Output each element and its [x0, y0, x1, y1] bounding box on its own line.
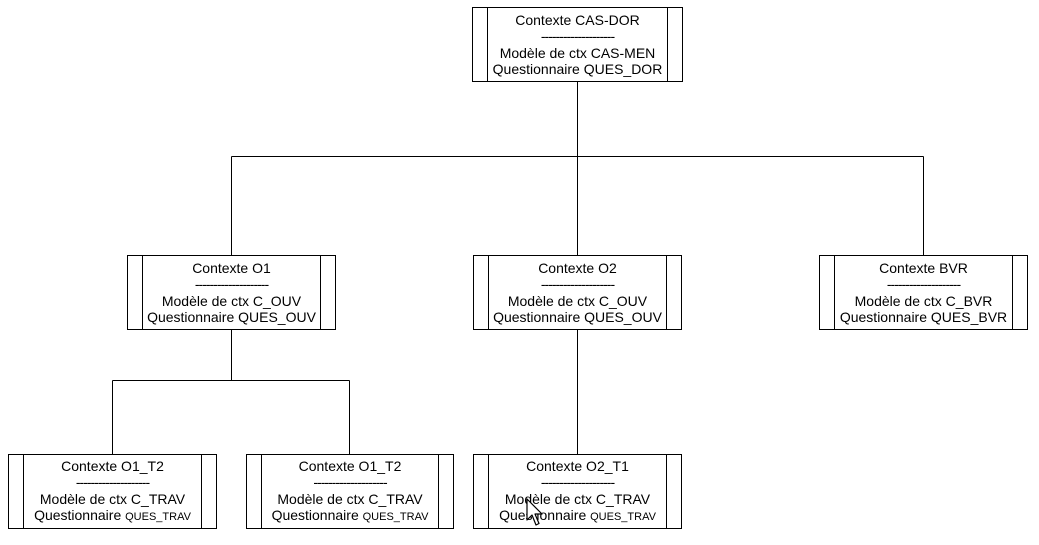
node-context-label: Contexte O2 [538, 259, 617, 276]
node-questionnaire-value: QUES_OUV [238, 309, 316, 325]
node-separator: -------------------- [540, 276, 615, 292]
node-contexte-o2-t1[interactable]: Contexte O2_T1 -------------------- Modè… [473, 454, 682, 529]
node-model-label: Modèle de ctx C_BVR [854, 292, 993, 309]
node-questionnaire-line: Questionnaire QUES_OUV [147, 309, 316, 326]
node-contexte-o1-t2-left[interactable]: Contexte O1_T2 -------------------- Modè… [8, 454, 217, 529]
node-questionnaire-line: Questionnaire QUES_OUV [493, 309, 662, 326]
node-model-label: Modèle de ctx C_OUV [507, 292, 648, 309]
node-model-label: Modèle de ctx C_OUV [161, 292, 302, 309]
node-model-label: Modèle de ctx CAS-MEN [499, 44, 656, 61]
node-context-label: Contexte O1_T2 [61, 457, 164, 474]
node-contexte-bvr[interactable]: Contexte BVR -------------------- Modèle… [819, 255, 1028, 330]
node-contexte-o1[interactable]: Contexte O1 -------------------- Modèle … [127, 255, 336, 330]
node-model-label: Modèle de ctx C_TRAV [504, 490, 651, 507]
node-model-label: Modèle de ctx C_TRAV [39, 490, 186, 507]
node-questionnaire-line: Questionnaire QUES_TRAV [499, 507, 656, 526]
node-model-label: Modèle de ctx C_TRAV [277, 490, 423, 507]
arrow-cursor-icon [526, 498, 543, 526]
node-context-label: Contexte O2_T1 [526, 457, 629, 474]
node-separator: -------------------- [886, 276, 961, 292]
node-questionnaire-prefix: Questionnaire [34, 507, 122, 523]
node-questionnaire-prefix: Questionnaire [493, 309, 581, 325]
node-questionnaire-line: Questionnaire QUES_TRAV [272, 507, 429, 526]
node-separator: -------------------- [540, 28, 615, 44]
node-contexte-o2[interactable]: Contexte O2 -------------------- Modèle … [473, 255, 682, 330]
node-separator: -------------------- [75, 474, 150, 490]
node-questionnaire-value: QUES_BVR [930, 309, 1008, 325]
node-questionnaire-value: QUES_DOR [583, 61, 663, 77]
node-questionnaire-value: QUES_TRAV [125, 511, 191, 523]
node-context-label: Contexte CAS-DOR [515, 11, 640, 28]
node-contexte-o1-t2-right[interactable]: Contexte O1_T2 -------------------- Modè… [246, 454, 454, 529]
node-separator: -------------------- [194, 276, 269, 292]
node-questionnaire-value: QUES_TRAV [362, 511, 429, 523]
node-contexte-cas-dor[interactable]: Contexte CAS-DOR -------------------- Mo… [472, 7, 683, 82]
node-questionnaire-line: Questionnaire QUES_DOR [493, 61, 663, 78]
node-questionnaire-value: QUES_TRAV [590, 511, 656, 523]
node-questionnaire-line: Questionnaire QUES_TRAV [34, 507, 191, 526]
node-separator: -------------------- [313, 474, 387, 490]
node-context-label: Contexte O1 [192, 259, 271, 276]
node-questionnaire-prefix: Questionnaire [499, 507, 587, 523]
node-context-label: Contexte BVR [879, 259, 968, 276]
node-context-label: Contexte O1_T2 [298, 457, 402, 474]
node-questionnaire-line: Questionnaire QUES_BVR [840, 309, 1007, 326]
node-questionnaire-prefix: Questionnaire [492, 61, 580, 77]
node-questionnaire-value: QUES_OUV [584, 309, 662, 325]
node-questionnaire-prefix: Questionnaire [839, 309, 928, 325]
node-separator: -------------------- [540, 474, 615, 490]
node-questionnaire-prefix: Questionnaire [147, 309, 235, 325]
node-questionnaire-prefix: Questionnaire [271, 507, 359, 523]
